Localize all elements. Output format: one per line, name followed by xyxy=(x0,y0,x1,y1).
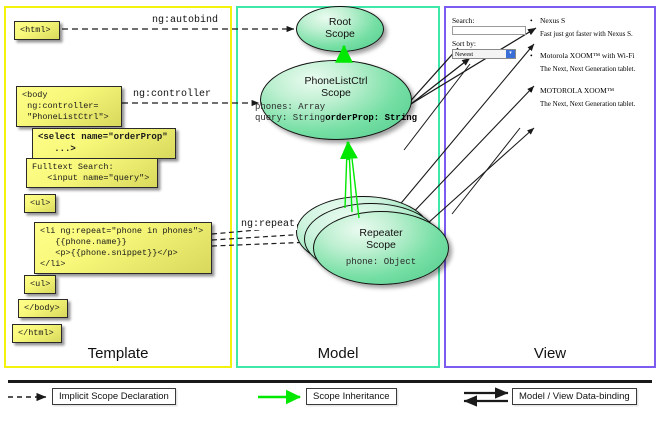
list-bullet: • xyxy=(530,86,533,95)
scope-repeater-title-1: Repeater xyxy=(359,227,403,240)
phone-snippet: The Next, Next Generation tablet. xyxy=(540,65,636,73)
scope-phonelistctrl-title-1: PhoneListCtrl xyxy=(304,74,368,87)
edge-diagonal-1 xyxy=(403,63,471,151)
sort-select[interactable]: Newest ▾ xyxy=(452,49,516,59)
scope-phonelistctrl-title-2: Scope xyxy=(321,86,351,99)
phone-snippet: The Next, Next Generation tablet. xyxy=(540,100,636,108)
edge-diagonal-2 xyxy=(451,127,521,215)
phone-title[interactable]: MOTOROLA XOOM™ xyxy=(540,86,615,95)
scope-root-title-2: Scope xyxy=(325,28,355,40)
scope-root-title-1: Root xyxy=(328,16,352,29)
scope-phonelistctrl-props: phones: Array query: StringorderProp: St… xyxy=(255,102,417,124)
legend-arrow-glyphs xyxy=(8,387,509,407)
panel-label-view: View xyxy=(533,345,567,362)
edge-repeat-2 xyxy=(211,231,309,241)
code-box-body-close: </body> xyxy=(18,299,68,318)
code-box-ul-close: <ul> xyxy=(24,275,56,294)
code-box-ul-open: <ul> xyxy=(24,194,56,213)
scope-repeater-props: phone: Object xyxy=(345,256,417,267)
edge-repeat-view-2 xyxy=(403,85,535,223)
edge-repeat-view-3 xyxy=(417,127,535,233)
edge-label-repeat: ng:repeat xyxy=(239,219,298,230)
phone-snippet: Fast just got faster with Nexus S. xyxy=(540,30,633,38)
edge-repeat-3 xyxy=(211,239,314,247)
edge-repeat-1 xyxy=(211,223,304,235)
legend: Implicit Scope Declaration Scope Inherit… xyxy=(0,378,660,421)
panel-label-template: Template xyxy=(87,345,149,362)
edge-label-autobind: ng:autobind xyxy=(150,15,221,26)
phone-title[interactable]: Motorola XOOM™ with Wi-Fi xyxy=(540,51,635,60)
scope-prop-orderprop: orderProp: String xyxy=(325,113,418,124)
legend-item-model-view-data-binding: Model / View Data-binding xyxy=(512,388,637,405)
legend-item-scope-inheritance: Scope Inheritance xyxy=(306,388,397,405)
view-rendered-output: Search: Sort by: Newest ▾ • Nexus S Fast… xyxy=(452,14,650,134)
edge-label-controller: ng:controller xyxy=(131,89,214,100)
search-label: Search: xyxy=(452,16,475,25)
code-box-fulltext-search: Fulltext Search: <input name="query"> xyxy=(26,158,158,188)
sort-label: Sort by: xyxy=(452,39,476,48)
legend-divider xyxy=(8,380,652,383)
search-input[interactable] xyxy=(452,26,526,35)
edge-binding-orderprop xyxy=(395,27,537,114)
code-box-html-close: </html> xyxy=(12,324,62,343)
phone-title[interactable]: Nexus S xyxy=(540,16,566,25)
sort-select-value: Newest xyxy=(455,52,473,58)
list-bullet: • xyxy=(530,51,533,60)
code-box-select-tag: <select name="orderProp" ...> xyxy=(32,128,176,160)
code-box-html-open: <html> xyxy=(14,21,60,40)
chevron-down-icon: ▾ xyxy=(506,50,515,58)
legend-item-implicit-scope-declaration: Implicit Scope Declaration xyxy=(52,388,176,405)
scope-root: Root Scope xyxy=(296,6,384,52)
panel-label-model: Model xyxy=(317,345,359,362)
scope-repeater-title-2: Scope xyxy=(366,239,396,252)
list-bullet: • xyxy=(530,16,533,25)
code-box-li-repeat: <li ng:repeat="phone in phones"> {{phone… xyxy=(34,222,212,274)
scope-prop-plain: phones: Array query: String xyxy=(254,102,326,124)
scope-phonelistctrl: PhoneListCtrl Scope phones: Array query:… xyxy=(255,60,417,140)
scope-repeater: Repeater Scope phone: Object xyxy=(313,211,449,285)
code-box-body-open: <body ng:controller= "PhoneListCtrl"> xyxy=(16,86,122,127)
edge-repeat-view-1 xyxy=(391,43,535,215)
